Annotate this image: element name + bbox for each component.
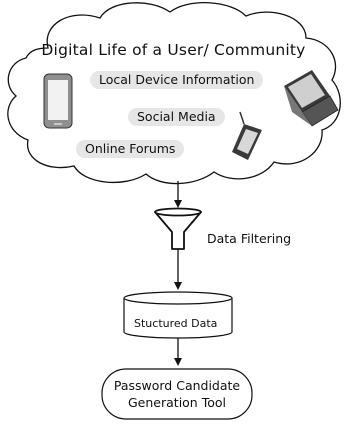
- data-filtering-label: Data Filtering: [207, 231, 292, 246]
- handheld-device-icon: [232, 111, 262, 160]
- password-tool-line2: Generation Tool: [128, 395, 226, 410]
- password-tool-label: Password Candidate Generation Tool: [102, 377, 252, 411]
- database-icon: [123, 291, 233, 339]
- tool-box: [101, 368, 253, 420]
- structured-data-label: Stuctured Data: [134, 317, 218, 330]
- source-social-media: Social Media: [128, 108, 225, 126]
- source-online-forums: Online Forums: [76, 140, 185, 158]
- funnel-icon: [154, 207, 202, 250]
- source-local-device-information: Local Device Information: [90, 71, 264, 89]
- laptop-icon: [284, 70, 339, 127]
- cloud-title: Digital Life of a User/ Community: [41, 41, 306, 59]
- password-tool-line1: Password Candidate: [113, 378, 241, 393]
- smartphone-icon: [43, 73, 73, 129]
